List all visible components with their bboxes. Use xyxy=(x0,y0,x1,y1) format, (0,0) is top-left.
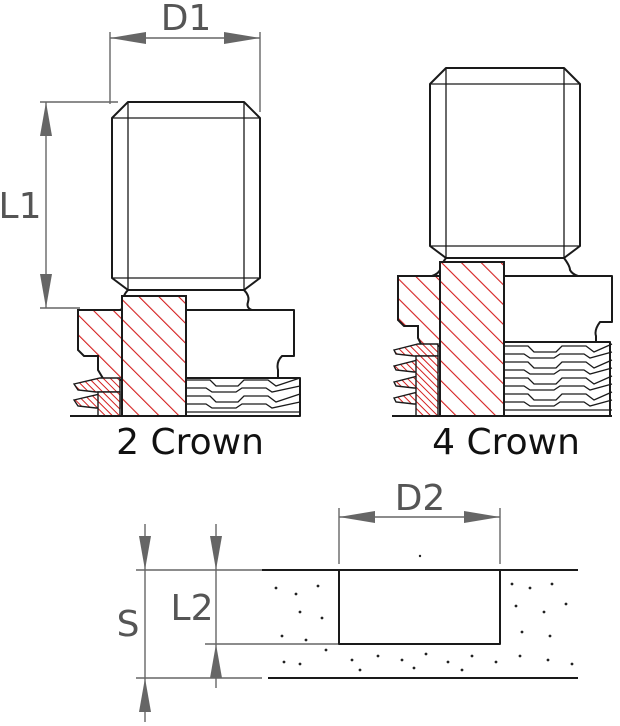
crown-teeth-right-4 xyxy=(504,343,613,411)
d1-dimension: D1 xyxy=(109,0,261,112)
insert-2-crown: D1 L1 xyxy=(0,0,301,463)
caption-2-crown: 2 Crown xyxy=(116,422,264,463)
l2-label: L2 xyxy=(171,588,214,629)
head-cube xyxy=(111,101,261,291)
s-dimension: S xyxy=(117,524,262,722)
d2-label: D2 xyxy=(395,478,446,519)
crown-teeth-right xyxy=(186,377,301,413)
section-flange xyxy=(77,309,123,381)
d2-dimension: D2 xyxy=(338,478,501,564)
crown-teeth-left-4 xyxy=(392,343,439,417)
caption-4-crown: 4 Crown xyxy=(432,422,580,463)
crown-teeth-left xyxy=(72,377,121,417)
insert-4-crown: 4 Crown xyxy=(392,67,613,463)
l1-label: L1 xyxy=(0,186,41,227)
section-shaft-4 xyxy=(439,261,505,417)
neck-right xyxy=(243,289,253,311)
d1-label: D1 xyxy=(161,0,212,39)
section-flange-4 xyxy=(397,275,441,347)
s-label: S xyxy=(117,604,140,645)
neck-right-4 xyxy=(563,257,579,277)
l2-dimension: L2 xyxy=(171,524,339,688)
hole-section: D2 S L2 xyxy=(117,478,578,722)
body-outline xyxy=(185,309,301,417)
section-shaft xyxy=(121,295,187,417)
head-cube-4 xyxy=(429,67,581,259)
material-stipple xyxy=(274,554,574,672)
l1-dimension: L1 xyxy=(0,101,118,309)
blind-hole xyxy=(338,569,501,645)
